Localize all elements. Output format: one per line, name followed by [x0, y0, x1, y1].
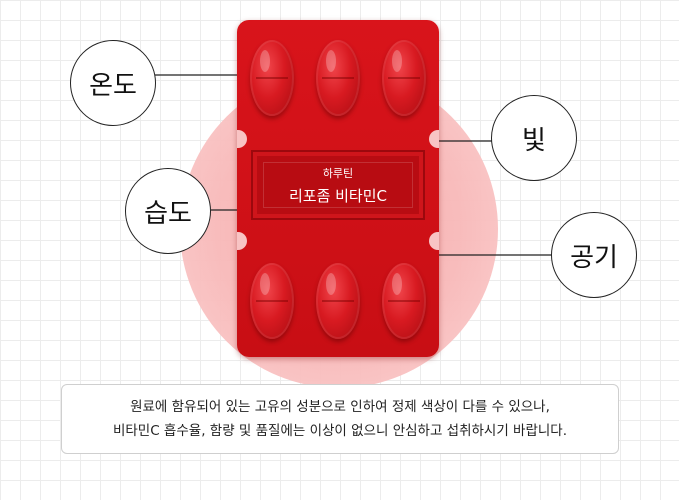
- product-label-plate: 하루틴 리포좀 비타민C: [251, 150, 425, 220]
- notice-box: 원료에 함유되어 있는 고유의 성분으로 인하여 정제 색상이 다를 수 있으나…: [61, 384, 619, 454]
- tablet-top-2: [316, 40, 360, 116]
- light-label: 빛: [522, 125, 546, 156]
- air-label: 공기: [570, 242, 618, 273]
- air-bubble: 공기: [551, 212, 637, 298]
- tablet-top-3: [382, 40, 426, 116]
- pack-notch-left-top: [237, 130, 247, 148]
- humidity-label: 습도: [144, 198, 192, 229]
- pack-notch-right-bottom: [429, 232, 439, 250]
- pack-notch-left-bottom: [237, 232, 247, 250]
- tablet-top-1: [250, 40, 294, 116]
- notice-line-2: 비타민C 흡수율, 함량 및 품질에는 이상이 없으니 안심하고 섭취하시기 바…: [112, 423, 568, 439]
- temperature-bubble: 온도: [70, 40, 156, 126]
- temperature-label: 온도: [89, 70, 137, 101]
- blister-pack: 하루틴 리포좀 비타민C: [237, 20, 439, 357]
- product-name: 리포좀 비타민C: [288, 186, 388, 205]
- notice-line-1: 원료에 함유되어 있는 고유의 성분으로 인하여 정제 색상이 다를 수 있으나…: [130, 399, 550, 415]
- tablet-bottom-1: [250, 263, 294, 339]
- brand-name: 하루틴: [322, 166, 354, 180]
- pack-notch-right-top: [429, 130, 439, 148]
- tablet-bottom-3: [382, 263, 426, 339]
- product-label: 하루틴 리포좀 비타민C: [263, 162, 413, 208]
- light-bubble: 빛: [491, 95, 577, 181]
- tablet-bottom-2: [316, 263, 360, 339]
- humidity-bubble: 습도: [125, 168, 211, 254]
